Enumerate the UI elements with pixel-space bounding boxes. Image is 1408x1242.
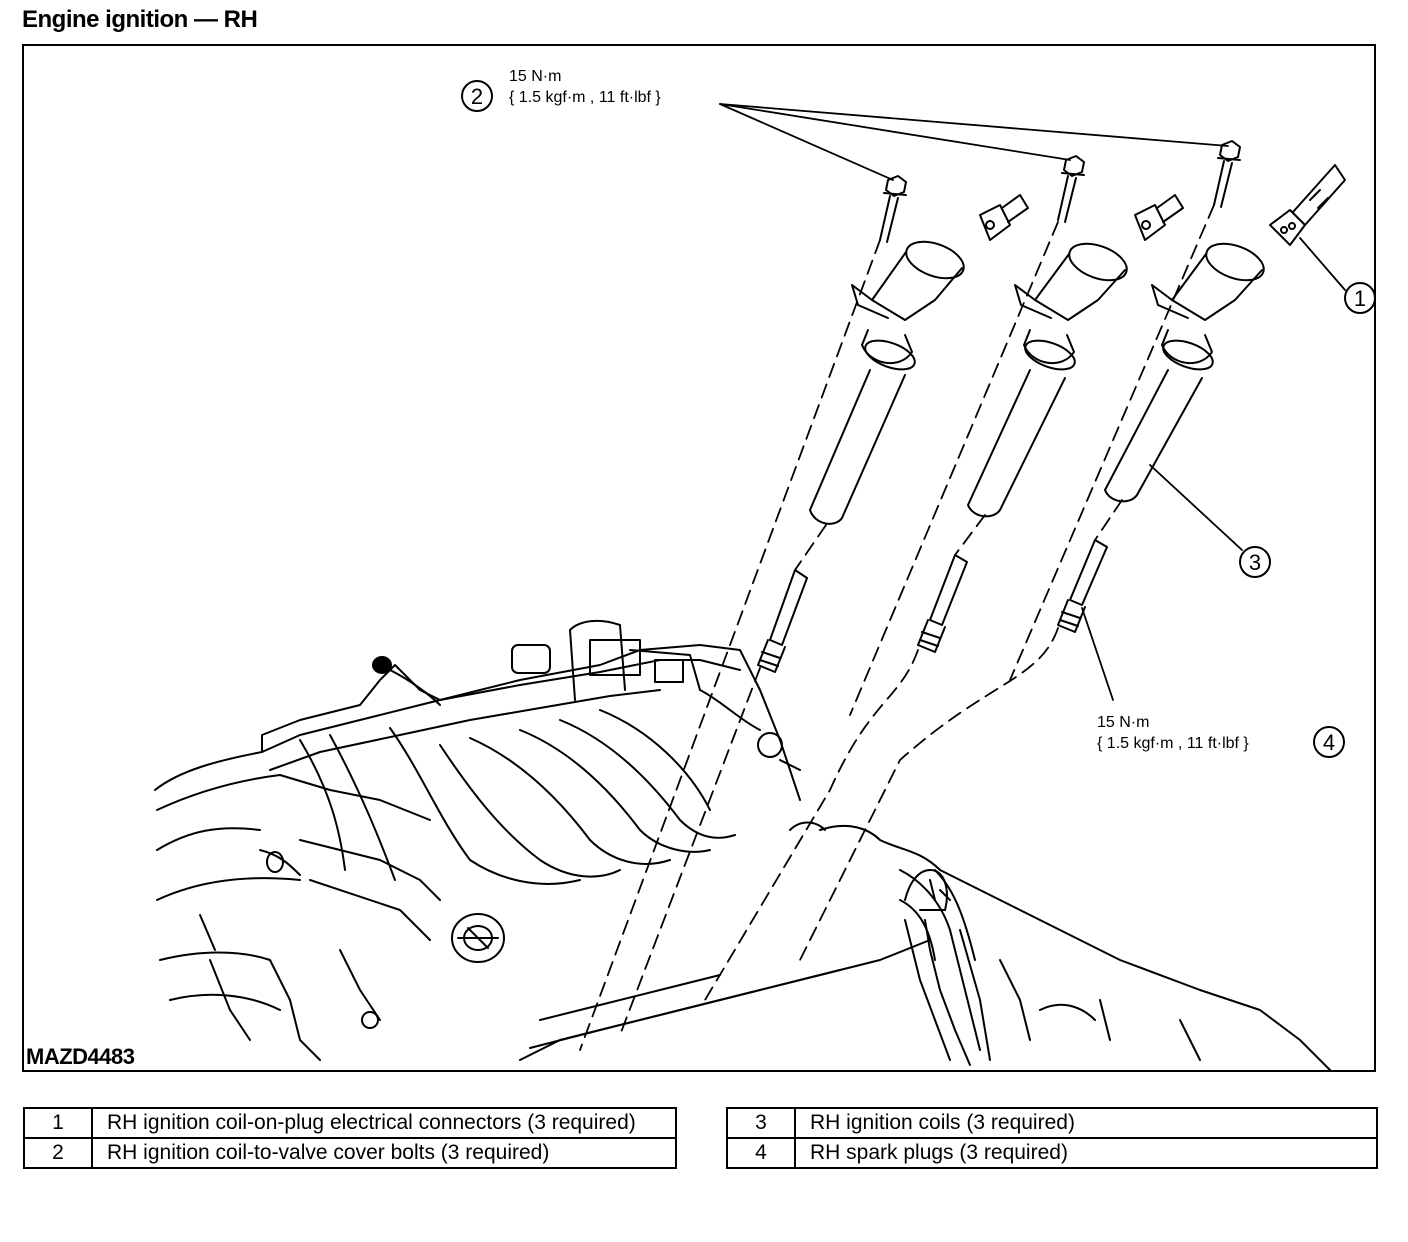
torque-spec-bolts: 15 N·m { 1.5 kgf·m , 11 ft·lbf } [509,66,661,108]
legend-description: RH ignition coils (3 required) [794,1107,1378,1139]
legend-number: 1 [23,1107,93,1139]
torque-spec-spark-plugs: 15 N·m { 1.5 kgf·m , 11 ft·lbf } [1097,712,1249,754]
coil-bolts [879,140,1241,243]
alignment-lines [579,204,1215,1051]
legend-number: 4 [726,1137,796,1169]
legend-table-left: 1 RH ignition coil-on-plug electrical co… [23,1107,677,1169]
legend-number: 3 [726,1107,796,1139]
leader-lines [719,103,1346,701]
legend-description: RH ignition coil-to-valve cover bolts (3… [91,1137,677,1169]
spark-plugs [757,539,1108,673]
torque-nm: 15 N·m [1097,714,1150,731]
torque-alt-units: { 1.5 kgf·m , 11 ft·lbf } [509,89,661,106]
ignition-coils [809,240,1265,525]
legend-row: 2 RH ignition coil-to-valve cover bolts … [23,1137,677,1169]
engine-block [154,619,1331,1071]
legend-number: 2 [23,1137,93,1169]
legend-description: RH ignition coil-on-plug electrical conn… [91,1107,677,1139]
legend-row: 4 RH spark plugs (3 required) [726,1137,1378,1169]
figure-code: MAZD4483 [26,1044,135,1070]
diagram-title: Engine ignition — RH [22,6,258,33]
legend-table-right: 3 RH ignition coils (3 required) 4 RH sp… [726,1107,1378,1169]
torque-nm: 15 N·m [509,68,562,85]
legend-row: 1 RH ignition coil-on-plug electrical co… [23,1107,677,1139]
torque-alt-units: { 1.5 kgf·m , 11 ft·lbf } [1097,735,1249,752]
legend-description: RH spark plugs (3 required) [794,1137,1378,1169]
illustration-frame [22,44,1376,1072]
legend-row: 3 RH ignition coils (3 required) [726,1107,1378,1139]
coil-connectors [979,164,1346,246]
